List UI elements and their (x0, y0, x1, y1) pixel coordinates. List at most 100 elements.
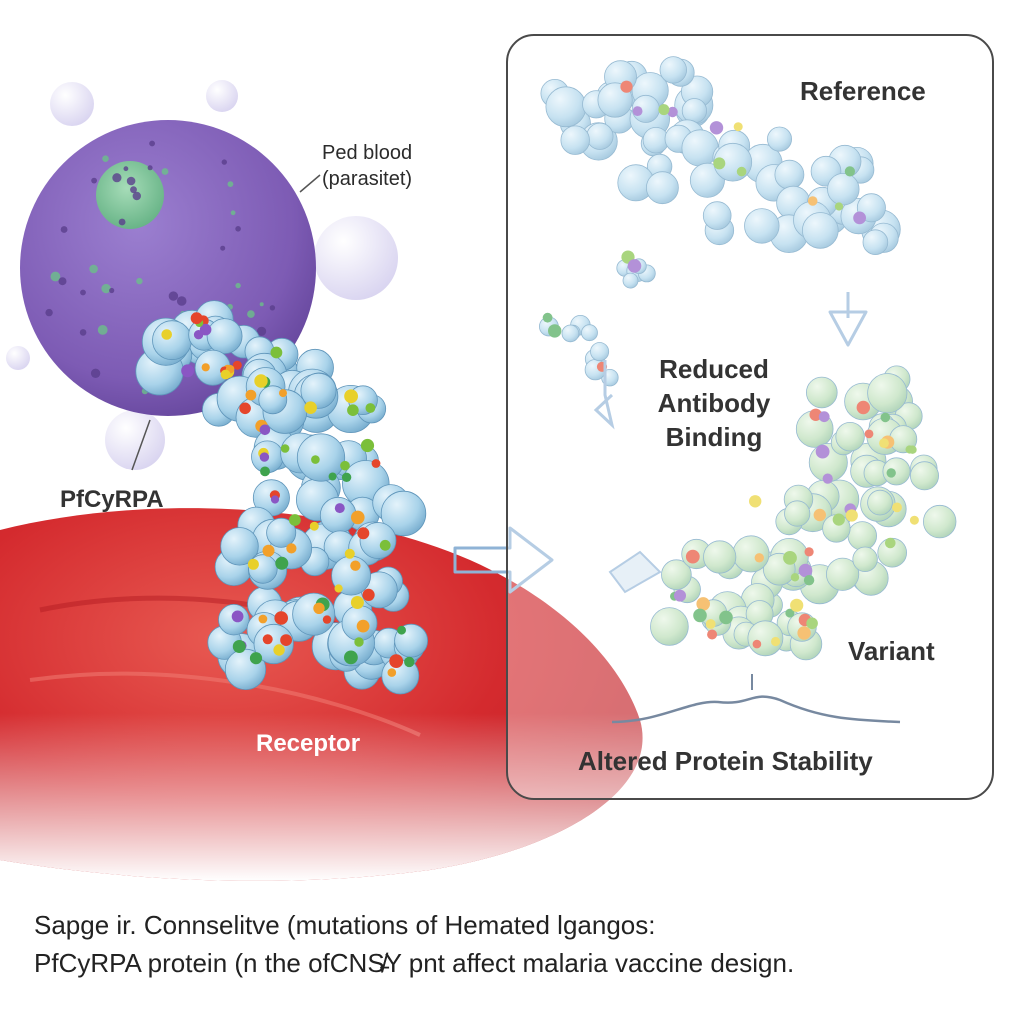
parasite-granule (58, 277, 67, 286)
residue-dot (803, 575, 815, 586)
parasite-granule (118, 218, 126, 226)
protein-lobe (805, 376, 838, 409)
variant-protein (650, 365, 957, 661)
residue-dot (181, 364, 195, 378)
residue-dot (908, 445, 917, 454)
residue-dot (289, 514, 301, 526)
protein-label: PfCyRPA (60, 486, 164, 513)
residue-dot (542, 312, 553, 323)
residue-dot (360, 438, 375, 453)
parasite-granule (259, 302, 264, 307)
protein-lobe (206, 318, 243, 355)
protein-lobe (784, 500, 811, 527)
residue-dot (632, 106, 643, 116)
residue-dot (389, 654, 404, 668)
residue-dot (245, 389, 257, 401)
residue-dot (232, 360, 242, 370)
residue-dot (754, 553, 764, 563)
residue-dot (834, 202, 844, 211)
residue-dot (279, 389, 287, 398)
residue-dot (341, 472, 352, 482)
residue-dot (304, 401, 317, 415)
protein-lobe (852, 546, 878, 573)
residue-dot (797, 626, 811, 640)
residue-dot (813, 508, 826, 522)
figure-caption: Sapge ir. Connselitve (mutations of Hema… (34, 906, 994, 982)
residue-dot (713, 157, 726, 170)
reduced-binding-label: Reduced Antibody Binding (644, 352, 784, 454)
antibody (539, 250, 656, 430)
parasite-granule (50, 271, 61, 282)
reduced-binding-line1: Reduced (659, 354, 769, 384)
residue-dot (357, 527, 370, 540)
residue-dot (270, 346, 283, 359)
parasite-granule (126, 176, 136, 186)
residue-dot (685, 549, 700, 564)
protein-lobe (152, 320, 192, 361)
parasite-granule (168, 291, 179, 301)
residue-dot (804, 547, 814, 557)
residue-dot (707, 629, 718, 640)
stability-label: Altered Protein Stability (578, 746, 873, 776)
residue-dot (347, 404, 359, 417)
protein-lobe (292, 592, 336, 636)
residue-dot (365, 403, 376, 413)
residue-dot (667, 106, 678, 118)
residue-dot (270, 495, 280, 504)
residue-dot (620, 80, 633, 93)
residue-dot (334, 503, 345, 514)
protein-lobe (862, 229, 889, 256)
residue-dot (815, 444, 830, 459)
parasite-granule (269, 305, 276, 311)
protein-lobe (867, 373, 908, 414)
protein-lobe (319, 496, 357, 534)
residue-dot (356, 619, 370, 633)
residue-dot (696, 597, 710, 611)
residue-dot (311, 455, 320, 464)
parasite-granule (112, 173, 122, 183)
residue-dot (259, 424, 271, 436)
residue-dot (350, 596, 364, 609)
parasite-granule (102, 155, 109, 162)
residue-dot (232, 640, 246, 653)
residue-dot (249, 652, 263, 665)
protein-lobe (266, 517, 297, 548)
protein-lobe (581, 324, 598, 342)
residue-dot (247, 558, 259, 570)
protein-lobe (827, 172, 860, 206)
red-blood-label-line2: (parasitet) (322, 168, 413, 190)
red-blood-label-line1: Ped blood (322, 142, 413, 164)
protein-lobe (220, 527, 259, 566)
parasite-granule (161, 168, 169, 175)
protein-lobe (923, 504, 957, 539)
protein-lobe (560, 125, 590, 155)
red-blood-pointer (299, 174, 321, 193)
residue-dot (771, 636, 781, 647)
residue-dot (313, 602, 325, 614)
residue-dot (709, 121, 724, 135)
residue-dot (879, 438, 889, 448)
protein-lobe (910, 461, 940, 491)
residue-dot (286, 543, 297, 554)
protein-lobe (659, 56, 688, 84)
parasite-granule (227, 181, 234, 188)
residue-dot (752, 639, 762, 649)
parasite-granule (221, 159, 227, 165)
protein-lobe (561, 324, 580, 343)
residue-dot (199, 323, 212, 336)
residue-dot (260, 466, 270, 477)
protein-lobe (253, 623, 294, 665)
residue-dot (351, 510, 365, 525)
reduced-binding-line3: Binding (665, 422, 763, 452)
residue-dot (322, 615, 332, 624)
reference-protein (540, 56, 901, 256)
residue-dot (262, 544, 275, 557)
residue-dot (845, 509, 858, 522)
residue-dot (790, 598, 804, 612)
residue-dot (309, 521, 319, 531)
residue-dot (231, 610, 244, 623)
protein-lobe (703, 540, 737, 574)
residue-dot (280, 634, 292, 646)
residue-dot (190, 312, 203, 325)
